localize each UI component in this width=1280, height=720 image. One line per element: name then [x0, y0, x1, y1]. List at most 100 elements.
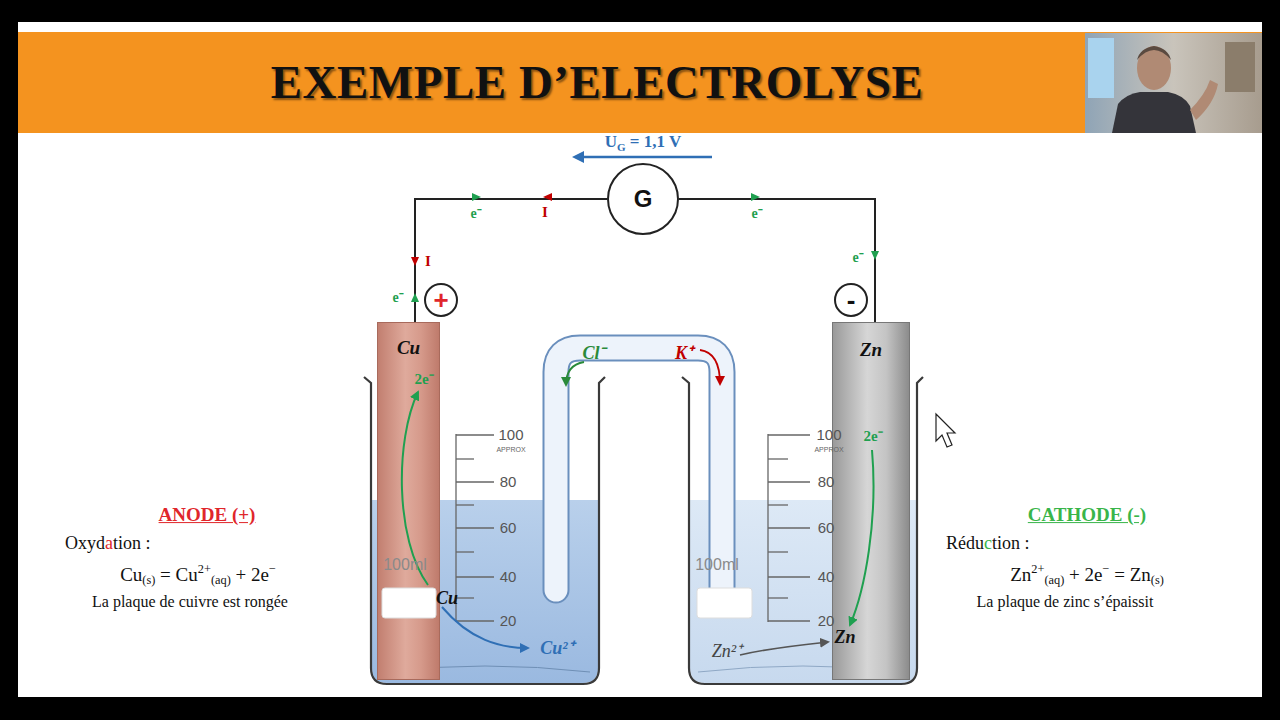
node-text: -: [847, 287, 856, 313]
electron-label: e⁻: [852, 250, 863, 266]
text-part: 2+: [198, 562, 211, 576]
text-part: (s): [1151, 573, 1164, 587]
text-part: −: [1102, 562, 1109, 576]
voltage-label: UG = 1,1 V: [605, 132, 682, 153]
node-text: +: [433, 287, 448, 313]
terminal-circle: -: [834, 283, 868, 317]
graduation-number: 100: [498, 426, 523, 443]
text-part: + 2e: [231, 564, 269, 585]
electron-flow-arrowhead: [411, 293, 419, 302]
graduation-number: 60: [818, 519, 835, 536]
text-part: (s): [142, 573, 155, 587]
half-equation: Zn2+(aq) + 2e− = Zn(s): [1010, 562, 1164, 587]
text-part: tion :: [113, 533, 151, 553]
text-part: a: [105, 533, 113, 553]
ion-label: Cl⁻: [582, 343, 605, 364]
electron-label: e⁻: [470, 206, 481, 222]
ion-deposit-arrow: [740, 642, 828, 655]
graduation-scale: [768, 434, 810, 622]
beaker-label-box: [382, 588, 436, 618]
graduation-number: 100: [816, 426, 841, 443]
header-band: [18, 32, 1262, 133]
text-part: tion :: [992, 533, 1030, 553]
reaction-type: Réduction :: [946, 533, 1030, 554]
graduation-note: APPROX: [814, 446, 843, 454]
graduation-number: 20: [500, 612, 517, 629]
species-label: Cu²⁺: [540, 638, 573, 659]
text-part: = Cu: [155, 564, 197, 585]
text-part: Zn: [1010, 564, 1031, 585]
electron-flow-arrowhead: [472, 193, 481, 201]
graduation-number: 60: [500, 519, 517, 536]
text-part: Cu: [120, 564, 142, 585]
observation-note: La plaque de zinc s’épaissit: [977, 593, 1154, 611]
reaction-type: Oxydation :: [65, 533, 151, 554]
graduation-scale: [456, 434, 494, 622]
text-part: G: [617, 141, 626, 153]
volume-label: 100ml: [695, 556, 739, 574]
electron-flow-arrowhead: [751, 193, 760, 201]
graduation-number: 40: [818, 568, 835, 585]
text-part: Rédu: [946, 533, 984, 553]
text-part: (aq): [1044, 573, 1064, 587]
terminal-circle: +: [424, 283, 458, 317]
text-part: c: [984, 533, 992, 553]
current-label: I: [542, 204, 548, 221]
volume-label: 100ml: [383, 556, 427, 574]
voltage-arrow: [582, 156, 712, 159]
webcam-inset: [1085, 33, 1262, 133]
circuit-wire: [679, 199, 875, 322]
text-part: (aq): [211, 573, 231, 587]
node-text: Cu: [397, 337, 420, 359]
graduation-number: 20: [818, 612, 835, 629]
ion-release-arrow: [442, 607, 528, 648]
text-part: 2+: [1031, 562, 1044, 576]
ion-label: K⁺: [675, 343, 693, 364]
electron-label: 2e⁻: [414, 371, 433, 388]
current-arrowhead: [411, 257, 419, 266]
mouse-cursor: [936, 414, 955, 447]
text-part: + 2e: [1064, 564, 1102, 585]
species-label: Cu: [436, 588, 458, 609]
text-part: = Zn: [1109, 564, 1150, 585]
electron-label: 2e⁻: [863, 428, 882, 445]
ion-migration-arrow: [566, 362, 584, 385]
species-label: Zn: [834, 627, 855, 648]
node-text: G: [634, 185, 653, 213]
observation-note: La plaque de cuivre est rongée: [92, 593, 288, 611]
slide-area: [18, 22, 1262, 697]
electron-path-arrow: [850, 450, 873, 625]
electron-label: e⁻: [392, 290, 403, 306]
zinc-electrode: Zn: [832, 322, 910, 680]
electron-flow-arrowhead: [871, 251, 879, 260]
graduation-number: 80: [818, 473, 835, 490]
ion-migration-arrow: [700, 350, 720, 384]
half-equation: Cu(s) = Cu2+(aq) + 2e−: [120, 562, 276, 587]
text-part: = 1,1 V: [626, 132, 682, 151]
electrode-heading: CATHODE (-): [1028, 504, 1146, 526]
current-label: I: [425, 253, 431, 270]
graduation-number: 80: [500, 473, 517, 490]
species-label: Zn²⁺: [712, 641, 742, 662]
graduation-note: APPROX: [496, 446, 525, 454]
voltage-arrowhead: [572, 151, 584, 163]
text-part: −: [269, 562, 276, 576]
current-arrowhead: [543, 193, 552, 201]
text-part: Oxyd: [65, 533, 105, 553]
node-text: Zn: [860, 339, 882, 361]
beaker-label-box: [697, 588, 752, 618]
electron-label: e⁻: [751, 206, 762, 222]
text-part: U: [605, 132, 617, 151]
electrode-heading: ANODE (+): [159, 504, 256, 526]
salt-bridge-inner: [556, 348, 722, 590]
slide-title: EXEMPLE D’ELECTROLYSE: [271, 55, 924, 109]
salt-bridge: [556, 348, 722, 590]
generator-circle: G: [607, 163, 679, 235]
circuit-wire: [415, 199, 607, 322]
graduation-number: 40: [500, 568, 517, 585]
